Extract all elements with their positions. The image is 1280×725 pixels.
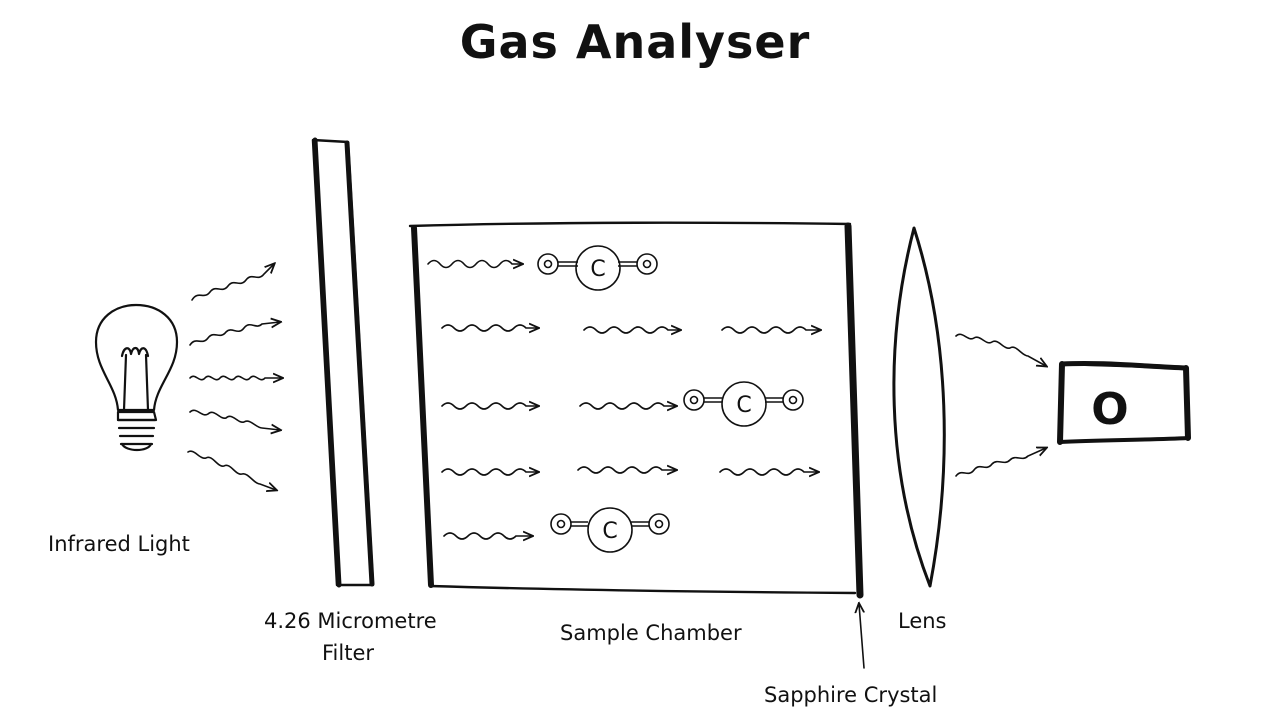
sapphire-crystal-window [844, 222, 864, 599]
chamber-wave [441, 403, 538, 409]
chamber-wave [443, 533, 532, 539]
ir-wave-3 [189, 376, 282, 379]
carbon-atom-label: C [602, 519, 617, 544]
filter-label-line1: 4.26 Micrometre [264, 609, 437, 633]
lens-shape [892, 226, 946, 588]
chamber-wave [441, 325, 538, 331]
infrared-waves-source [187, 263, 282, 490]
sample-chamber [408, 221, 864, 599]
chamber-wave [577, 467, 676, 473]
chamber-wave [721, 327, 820, 333]
diagram-title: Gas Analyser [460, 15, 811, 69]
chamber-wave [441, 469, 538, 475]
micrometre-filter [311, 137, 375, 588]
light-bulb-icon [94, 303, 179, 452]
lens-label: Lens [898, 609, 947, 633]
ir-wave-5 [187, 450, 276, 490]
ir-wave-2 [189, 322, 280, 346]
chamber-wave [583, 327, 680, 333]
chamber-waves [427, 261, 820, 540]
sapphire-crystal-label: Sapphire Crystal [764, 683, 937, 707]
carbon-atom-label: C [590, 257, 605, 282]
focused-waves [955, 333, 1046, 477]
sample-chamber-label: Sample Chamber [560, 621, 742, 645]
ir-wave-1 [191, 264, 274, 301]
co2-molecule [550, 507, 670, 553]
filter-label-line2: Filter [322, 641, 374, 665]
chamber-wave [719, 469, 818, 475]
chamber-wave [579, 403, 676, 409]
focused-wave-lower [955, 448, 1046, 477]
focused-wave-upper [955, 333, 1046, 366]
co2-molecule [537, 245, 658, 291]
carbon-atom-label: C [736, 393, 751, 418]
infrared-light-label: Infrared Light [48, 532, 190, 556]
ir-wave-4 [189, 409, 280, 430]
sapphire-crystal-pointer [859, 604, 864, 669]
detector-symbol: O [1091, 384, 1128, 435]
detector-icon [1057, 360, 1191, 445]
chamber-wave [427, 261, 522, 268]
co2-molecule [683, 381, 804, 427]
